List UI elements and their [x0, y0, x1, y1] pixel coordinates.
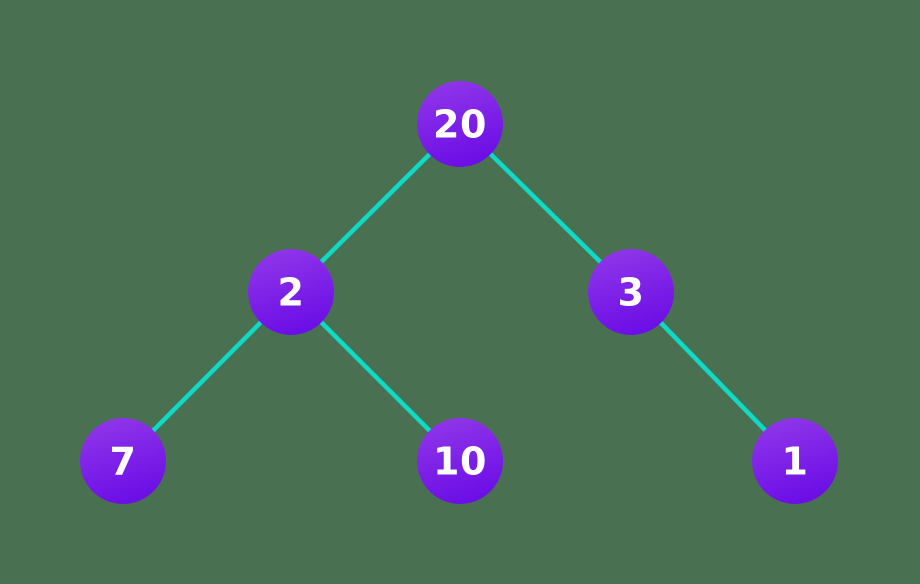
- tree-node-7: 7: [80, 418, 166, 504]
- tree-node-label: 20: [433, 103, 487, 147]
- tree-node-3: 3: [588, 249, 674, 335]
- tree-node-circle: [417, 418, 503, 504]
- tree-node-20: 20: [417, 81, 503, 167]
- tree-node-circle: [248, 249, 334, 335]
- tree-node-circle: [80, 418, 166, 504]
- tree-node-2: 2: [248, 249, 334, 335]
- tree-node-circle: [588, 249, 674, 335]
- tree-node-circle: [417, 81, 503, 167]
- tree-node-label: 7: [110, 440, 137, 484]
- tree-node-label: 2: [278, 271, 305, 315]
- node-layer: 20 2 3 7 10 1: [80, 81, 838, 504]
- tree-node-label: 1: [782, 440, 809, 484]
- tree-node-label: 3: [618, 271, 645, 315]
- tree-node-10: 10: [417, 418, 503, 504]
- tree-node-1: 1: [752, 418, 838, 504]
- tree-node-circle: [752, 418, 838, 504]
- tree-node-label: 10: [433, 440, 487, 484]
